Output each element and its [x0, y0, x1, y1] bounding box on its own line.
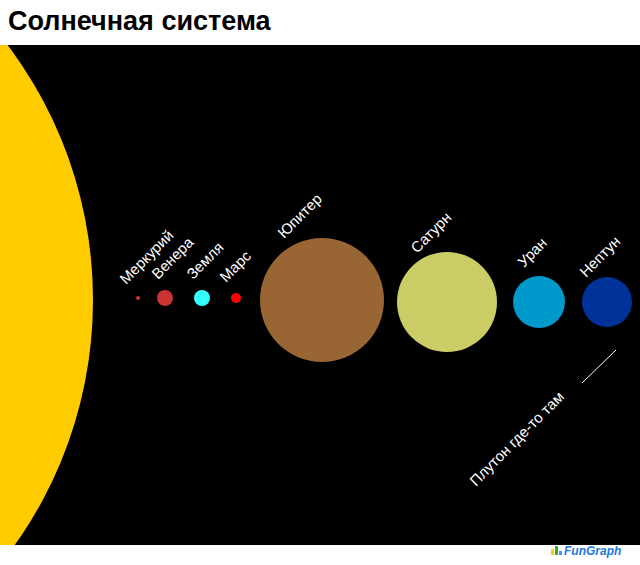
- planet-disc: [260, 238, 384, 362]
- planet: Уран: [513, 276, 565, 328]
- planet-disc: [194, 290, 210, 306]
- watermark: FunGraph: [564, 544, 621, 558]
- planet-disc: [231, 293, 241, 303]
- planet: Венера: [157, 290, 173, 306]
- planet-shape: [582, 277, 632, 327]
- planet: Юпитер: [260, 238, 384, 362]
- planet-shape: [397, 252, 497, 352]
- planet-shape: [157, 290, 173, 306]
- planet-disc: [136, 296, 140, 300]
- planet-disc: [513, 276, 565, 328]
- planet-shape: [513, 276, 565, 328]
- planet: Земля: [194, 290, 210, 306]
- planet-shape: [194, 290, 210, 306]
- diagram-title: Солнечная система: [8, 6, 271, 37]
- sun: [0, 0, 93, 565]
- planet: Меркурий: [136, 296, 140, 300]
- planet: Марс: [231, 293, 241, 303]
- planet-disc: [157, 290, 173, 306]
- planet: Сатурн: [397, 252, 497, 352]
- planet-shape: [231, 293, 241, 303]
- title-bar: [0, 0, 640, 45]
- planet: Нептун: [582, 277, 632, 327]
- space-background: [0, 45, 640, 545]
- planet-disc: [582, 277, 632, 327]
- planet-shape: [136, 296, 140, 300]
- logo-icon: [551, 546, 562, 555]
- planet-disc: [397, 252, 497, 352]
- planet-shape: [260, 238, 384, 362]
- footer-bar: [0, 545, 640, 565]
- leader-line: [582, 350, 616, 383]
